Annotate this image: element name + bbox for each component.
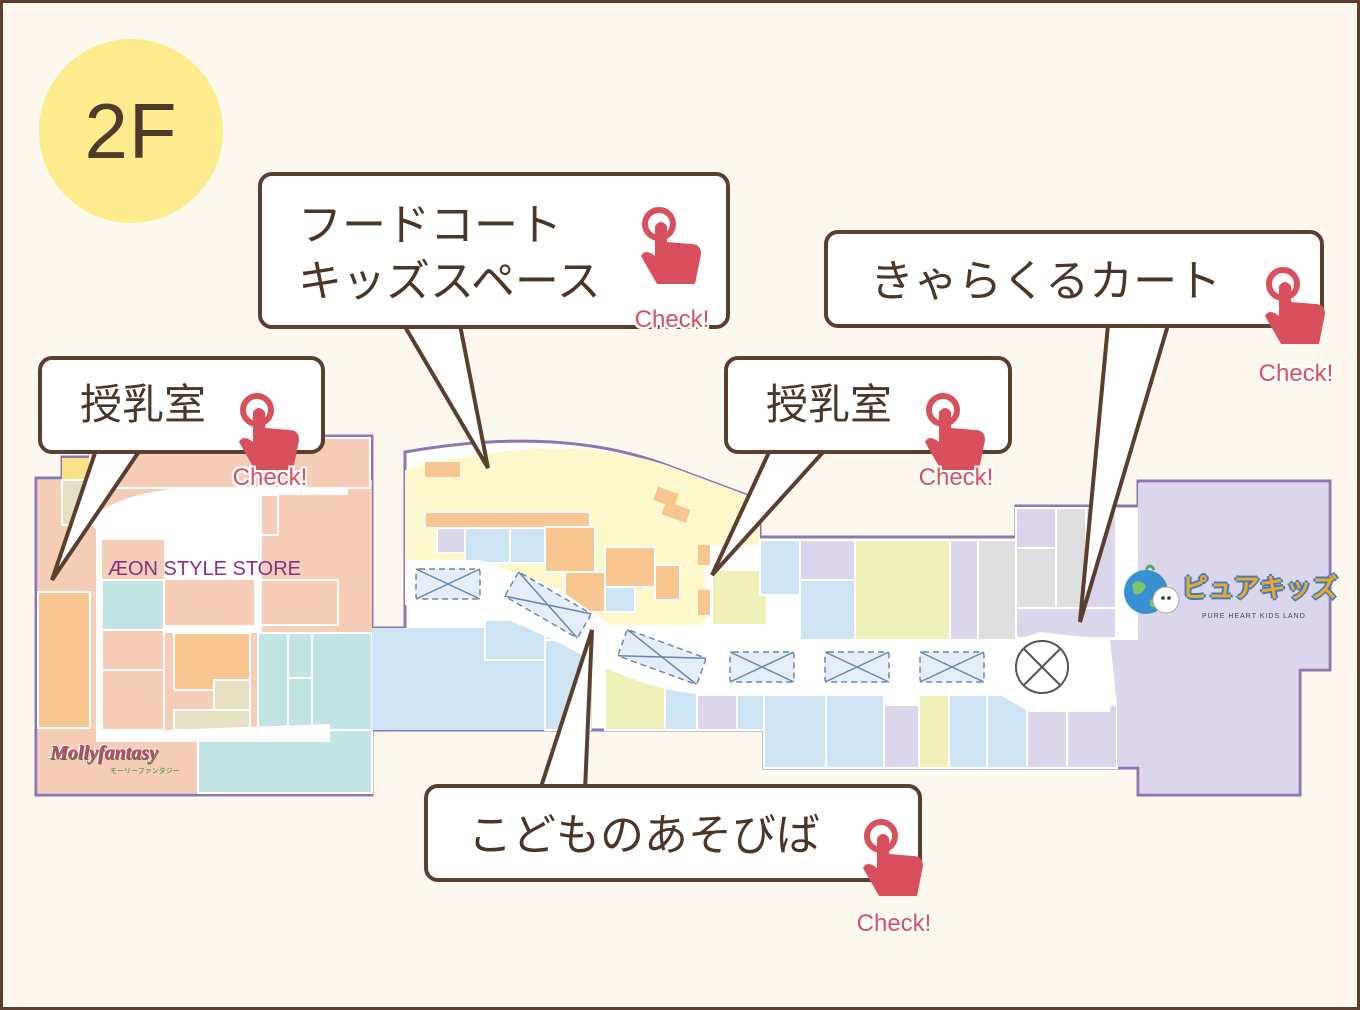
callout-label: きゃらくるカート — [870, 256, 1222, 307]
callout-label: 授乳室 — [80, 380, 207, 429]
check-button-play-area[interactable]: Check! — [844, 818, 944, 938]
callout-kids-play-area[interactable]: こどものあそびば — [424, 784, 922, 882]
middle-stores — [372, 483, 1328, 793]
pure-kids-logo-text: ピュアキッズ — [1182, 574, 1338, 604]
store-logo-pure-kids[interactable]: ピュアキッズ PURE HEART KIDS LAND — [1120, 560, 1337, 625]
food-court-block — [405, 448, 768, 626]
hand-pointer-icon — [641, 207, 701, 284]
store-label-aeon-style[interactable]: ÆON STYLE STORE — [108, 558, 302, 580]
escalator-icon — [415, 568, 985, 686]
hand-pointer-icon — [1265, 267, 1325, 344]
callout-label-line1: フードコート — [298, 200, 562, 251]
check-label: Check! — [232, 464, 308, 491]
callout-food-court-kids-space[interactable]: フードコート キッズスペース — [258, 172, 730, 329]
hand-pointer-icon — [239, 393, 299, 470]
callout-nursing-room-center[interactable]: 授乳室 — [724, 356, 1012, 454]
hand-pointer-icon — [925, 393, 985, 470]
floor-badge: 2F — [39, 39, 223, 223]
check-button-nursing-left[interactable]: Check! — [220, 392, 320, 492]
elevator-icon — [1015, 640, 1069, 694]
callout-label-line2: キッズスペース — [298, 256, 601, 307]
callout-label: こどものあそびば — [468, 810, 820, 861]
check-label: Check! — [634, 306, 710, 333]
callout-label: 授乳室 — [766, 380, 893, 429]
check-label: Check! — [856, 910, 932, 937]
molly-logo-text: Mollyfantasy — [50, 742, 158, 764]
check-label: Check! — [1258, 360, 1334, 387]
callout-pointers — [50, 323, 1171, 792]
earth-sheep-mascot-icon — [1124, 564, 1180, 614]
check-label: Check! — [918, 464, 994, 491]
callout-kyara-kuru-cart[interactable]: きゃらくるカート — [824, 230, 1324, 328]
store-logo-molly-fantasy[interactable]: Mollyfantasy モーリーファンタジー — [50, 742, 180, 782]
check-button-kyara-cart[interactable]: Check! — [1246, 266, 1346, 388]
check-button-food-court[interactable]: Check! — [622, 206, 722, 334]
check-button-nursing-center[interactable]: Check! — [906, 392, 1006, 492]
hand-pointer-icon — [863, 819, 923, 896]
molly-logo-subtext: モーリーファンタジー — [110, 767, 180, 775]
pure-kids-logo-subtext: PURE HEART KIDS LAND — [1202, 613, 1306, 620]
